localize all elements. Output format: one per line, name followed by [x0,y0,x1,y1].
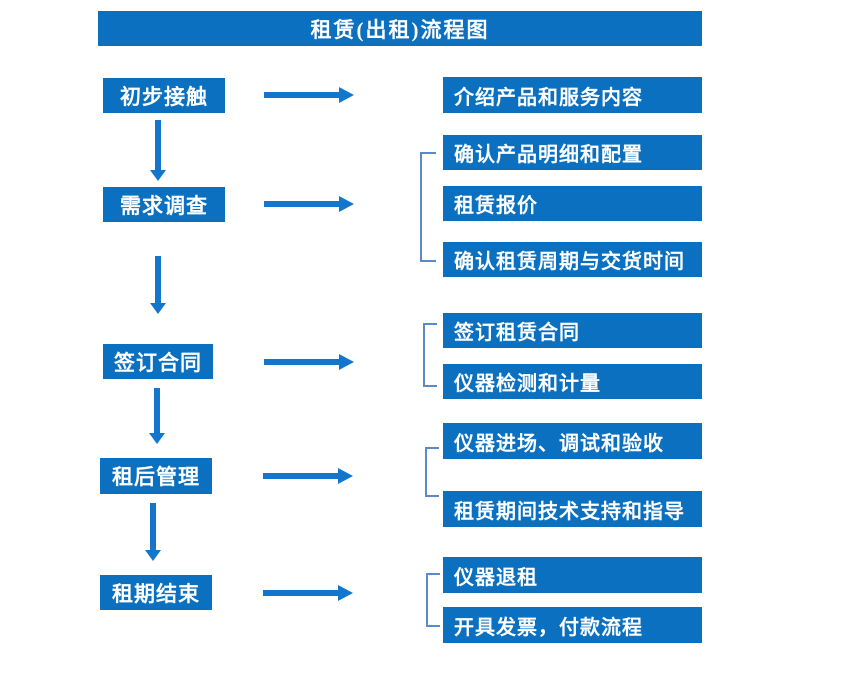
arrow-down-icon [149,388,165,444]
detail-box-confirm-period-delivery: 确认租赁周期与交货时间 [443,242,702,277]
arrow-right-icon [264,87,354,103]
stage-box-demand-survey: 需求调查 [103,187,225,222]
detail-box-instrument-return: 仪器退租 [443,557,702,593]
arrow-down-icon [150,256,166,314]
group-bracket [425,447,439,497]
detail-box-instrument-setup-acceptance: 仪器进场、调试和验收 [443,423,702,459]
arrow-down-icon [150,120,166,181]
group-bracket [423,323,437,387]
detail-box-sign-rental-contract: 签订租赁合同 [443,313,702,348]
stage-box-lease-end: 租期结束 [100,575,212,610]
stage-box-initial-contact: 初步接触 [103,78,225,113]
detail-box-tech-support: 租赁期间技术支持和指导 [443,491,702,527]
stage-box-post-rental-management: 租后管理 [100,458,212,494]
arrow-right-icon [264,354,354,370]
detail-box-confirm-product-config: 确认产品明细和配置 [443,135,702,170]
stage-box-sign-contract: 签订合同 [103,344,213,379]
group-bracket [420,152,436,262]
arrow-right-icon [264,196,354,212]
arrow-right-icon [263,585,353,601]
detail-box-instrument-testing: 仪器检测和计量 [443,364,702,399]
diagram-title: 租赁(出租)流程图 [98,11,702,46]
group-bracket [426,573,440,627]
detail-box-invoice-payment: 开具发票，付款流程 [443,607,702,643]
arrow-right-icon [263,468,353,484]
arrow-down-icon [145,503,161,561]
detail-box-introduce-products: 介绍产品和服务内容 [443,77,702,113]
detail-box-rental-quote: 租赁报价 [443,186,702,221]
